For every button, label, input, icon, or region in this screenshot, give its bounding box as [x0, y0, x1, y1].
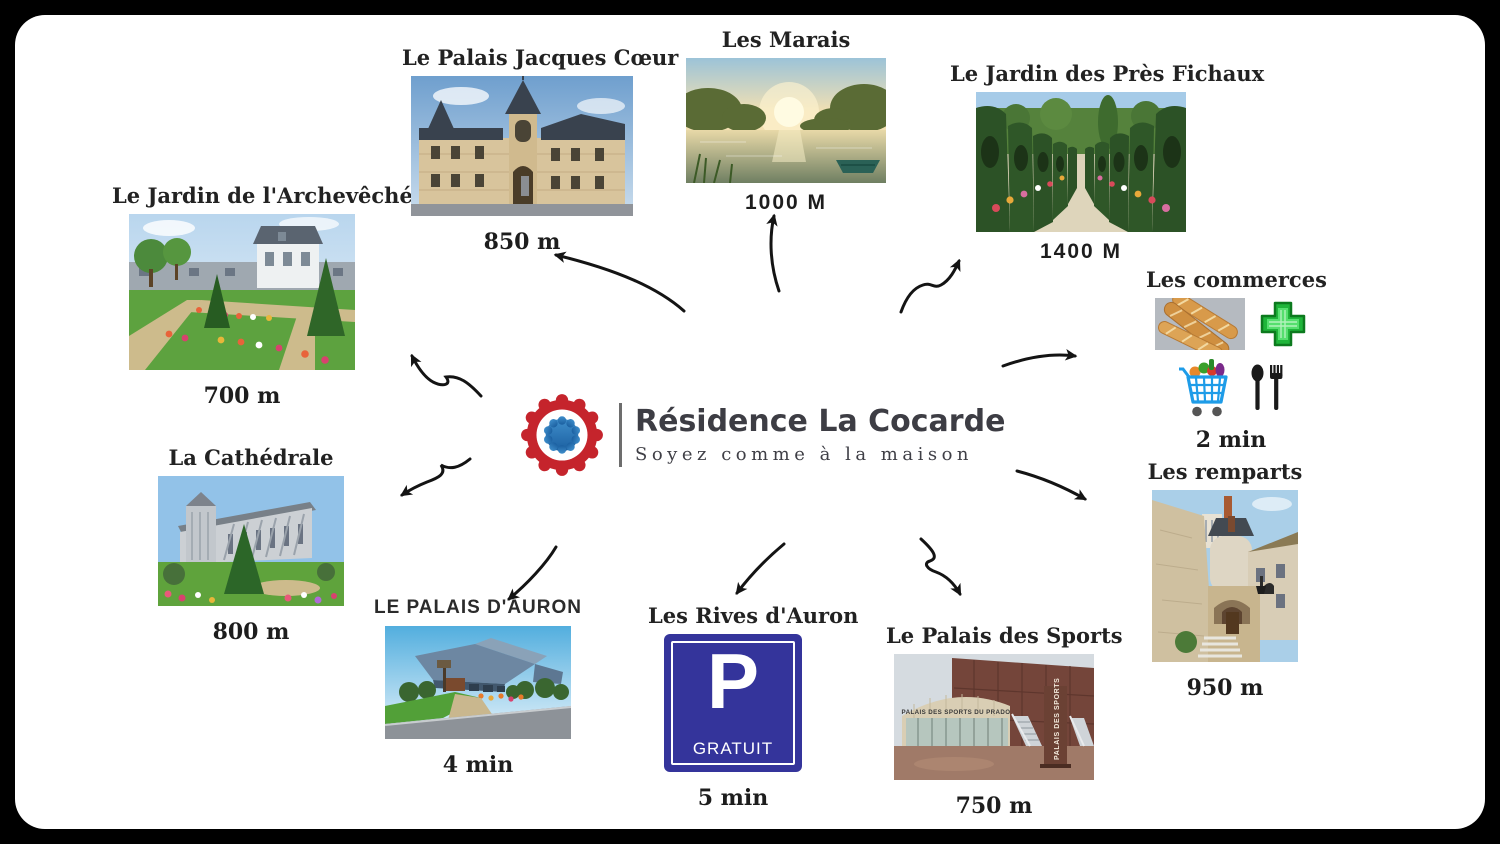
location-distance: 4 min [442, 751, 514, 778]
location-title: Les commerces [1146, 267, 1327, 292]
location-distance: 750 m [955, 793, 1033, 820]
location-distance: 800 m [212, 619, 290, 646]
palais-auron-photo [384, 625, 572, 739]
location-jardin-archeveche: Le Jardin de l'Archevêché [112, 183, 413, 410]
la-cathedrale-photo [158, 476, 344, 607]
location-title: La Cathédrale [168, 445, 334, 470]
les-remparts-photo [1152, 490, 1298, 663]
location-les-marais: Les Marais [674, 27, 898, 215]
jardin-pres-fichaux-photo [976, 92, 1186, 233]
location-title: LE PALAIS D'AURON [373, 597, 582, 618]
parking-p-letter: P [706, 637, 760, 726]
location-title: Le Jardin des Près Fichaux [950, 61, 1265, 86]
location-les-remparts: Les remparts [1142, 460, 1308, 701]
location-jardin-pres-fichaux: Le Jardin des Près Fichaux [950, 61, 1265, 264]
location-rives-auron: Les Rives d'Auron P GRATUIT 5 min [648, 603, 859, 812]
jardin-archeveche-photo [129, 214, 355, 371]
location-distance: 5 min [697, 785, 769, 812]
location-title: Les Marais [721, 27, 851, 52]
shopping-cart-icon [1178, 358, 1235, 418]
parking-sign-border [671, 641, 795, 766]
logo-tagline: Soyez comme à la maison [635, 443, 974, 465]
baguettes-photo [1155, 292, 1245, 360]
palais-des-sports-photo: PALAIS DES SPORTS DU PRADO PALAIS [894, 654, 1095, 781]
location-distance: 1400 M [1039, 240, 1123, 264]
location-les-commerces: Les commerces [1146, 267, 1327, 454]
location-distance: 850 m [483, 229, 561, 256]
logo-title: Résidence La Cocarde [635, 404, 1006, 440]
location-la-cathedrale: La Cathédrale [146, 446, 356, 645]
location-title: Les Rives d'Auron [648, 603, 859, 628]
pharmacy-cross-icon [1259, 300, 1307, 348]
parking-gratuit-sign: P GRATUIT [664, 634, 802, 773]
pillar-sign-text: PALAIS DES SPORTS [1054, 678, 1061, 760]
location-distance: 2 min [1195, 427, 1267, 454]
location-title: Le Palais des Sports [886, 623, 1123, 648]
cutlery-icon [1249, 364, 1283, 412]
location-palais-auron: LE PALAIS D'AURON [372, 597, 584, 778]
location-distance: 700 m [203, 383, 281, 410]
cocarde-rosette-icon [518, 391, 606, 479]
logo-divider [619, 403, 622, 467]
residence-la-cocarde-logo: Résidence La Cocarde Soyez comme à la ma… [518, 391, 1005, 479]
location-palais-jacques-coeur: Le Palais Jacques Cœur [402, 45, 679, 256]
location-title: Les remparts [1147, 459, 1303, 484]
palais-jacques-coeur-photo [411, 76, 633, 217]
location-palais-des-sports: Le Palais des Sports PALAIS DES SPORTS D… [886, 623, 1123, 820]
les-marais-photo [674, 58, 898, 184]
location-title: Le Jardin de l'Archevêché [112, 183, 413, 208]
location-title: Le Palais Jacques Cœur [402, 45, 679, 70]
location-distance: 950 m [1186, 675, 1264, 702]
building-sign-text: PALAIS DES SPORTS DU PRADO [902, 709, 1011, 716]
location-distance: 1000 M [744, 191, 828, 215]
parking-gratuit-label: GRATUIT [692, 739, 774, 759]
